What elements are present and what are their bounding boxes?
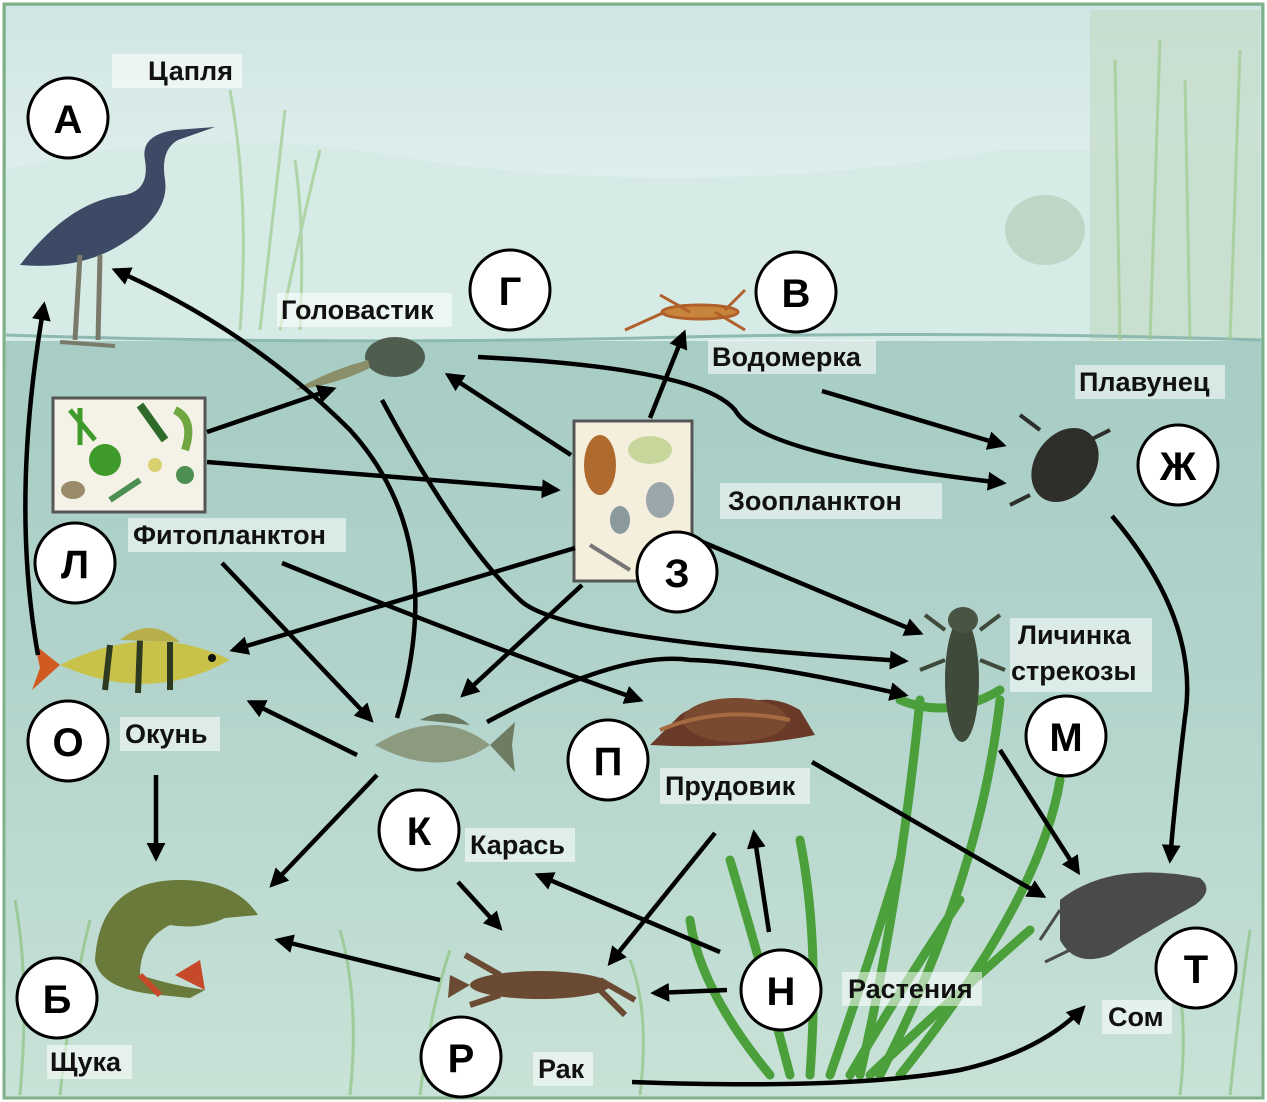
label-pike: Щука (50, 1047, 122, 1077)
marker-phytoplankton: Л (35, 523, 115, 603)
marker-heron: А (28, 78, 108, 158)
svg-text:В: В (782, 272, 811, 316)
svg-text:Г: Г (499, 270, 522, 314)
label-perch: Окунь (125, 719, 207, 749)
marker-crayfish: Р (421, 1017, 501, 1097)
label-crucian: Карась (470, 830, 565, 860)
marker-plants: Н (741, 950, 821, 1030)
marker-water-strider: В (756, 252, 836, 332)
arrow-plants-to-crayfish (654, 990, 727, 993)
svg-text:Б: Б (43, 978, 72, 1022)
label-tadpole: Головастик (281, 295, 434, 325)
svg-text:З: З (664, 552, 689, 596)
label-zooplankton: Зоопланктон (728, 486, 902, 516)
label-catfish: Сом (1108, 1002, 1164, 1032)
svg-text:А: А (54, 98, 83, 142)
marker-zooplankton: З (637, 532, 717, 612)
svg-text:П: П (594, 740, 623, 784)
label-diving-beetle: Плавунец (1079, 367, 1210, 397)
svg-text:Л: Л (61, 543, 89, 587)
svg-text:Р: Р (448, 1037, 475, 1081)
label-plants: Растения (848, 974, 973, 1004)
marker-dragonfly-larva: М (1026, 696, 1106, 776)
marker-catfish: Т (1156, 928, 1236, 1008)
label-heron: Цапля (148, 56, 233, 86)
svg-text:Н: Н (767, 970, 796, 1014)
svg-text:К: К (407, 810, 432, 854)
label-dragonfly-larva-1: Личинка (1018, 620, 1132, 650)
svg-text:Ж: Ж (1159, 445, 1197, 489)
label-crayfish: Рак (538, 1054, 585, 1084)
label-pond-snail: Прудовик (665, 771, 796, 801)
marker-diving-beetle: Ж (1138, 425, 1218, 505)
marker-crucian: К (379, 790, 459, 870)
marker-pike: Б (17, 958, 97, 1038)
marker-perch: О (28, 701, 108, 781)
svg-text:О: О (52, 721, 83, 765)
svg-text:М: М (1049, 716, 1082, 760)
marker-tadpole: Г (470, 250, 550, 330)
label-dragonfly-larva-2: стрекозы (1011, 656, 1137, 686)
phytoplankton-image (53, 398, 205, 512)
svg-text:Т: Т (1184, 948, 1208, 992)
label-phytoplankton: Фитопланктон (133, 520, 326, 550)
marker-pond-snail: П (568, 720, 648, 800)
label-water-strider: Водомерка (712, 342, 862, 372)
